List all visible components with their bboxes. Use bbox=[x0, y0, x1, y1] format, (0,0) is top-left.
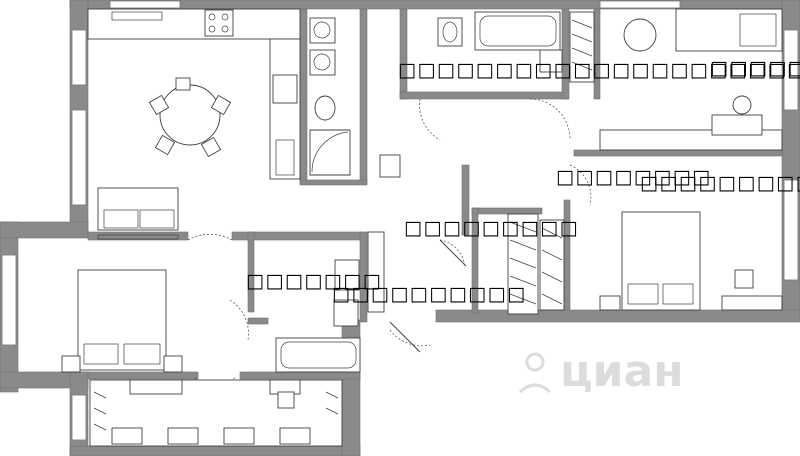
laundry bbox=[309, 17, 401, 178]
watermark-text: циан bbox=[560, 346, 684, 397]
right-bedroom bbox=[599, 211, 783, 311]
watermark: циан bbox=[518, 346, 684, 397]
bed-upper-icon bbox=[675, 8, 783, 52]
label-7: □□□□□□□□□□ bbox=[332, 283, 527, 305]
upper-bathroom bbox=[437, 11, 595, 83]
sink-icon bbox=[272, 74, 298, 104]
label-6: □□□□□□□ bbox=[246, 270, 382, 292]
kitchen bbox=[87, 8, 301, 240]
windows bbox=[1, 0, 799, 441]
wardrobe-upper-icon bbox=[569, 11, 595, 83]
lower-bathroom bbox=[275, 259, 361, 373]
desk-icon bbox=[711, 114, 763, 136]
dining-table-icon bbox=[159, 84, 221, 146]
left-bedroom bbox=[61, 269, 183, 373]
stove-icon bbox=[204, 9, 234, 37]
bed-right-icon bbox=[621, 211, 701, 311]
toilet-upper-icon bbox=[437, 17, 463, 47]
study bbox=[599, 8, 783, 151]
inner-walls bbox=[87, 8, 783, 380]
bathtub-icon bbox=[474, 11, 561, 51]
armchair-icon bbox=[623, 18, 657, 52]
label-1: □□□□□□□□□□□□□□□□□□□□□ bbox=[398, 59, 800, 81]
sink-lower-icon bbox=[333, 299, 359, 327]
doors bbox=[187, 98, 592, 384]
label-5: □□□□□□□□□ bbox=[404, 217, 579, 239]
hallway-cabinet-icon bbox=[367, 231, 385, 313]
toilet-lower-icon bbox=[334, 259, 360, 291]
wardrobes-middle bbox=[367, 213, 565, 315]
dressing-room bbox=[89, 379, 343, 447]
label-3: □□□□□□□□ bbox=[556, 166, 712, 188]
bathtub-lower-icon bbox=[275, 337, 361, 373]
toilet-icon bbox=[314, 95, 336, 121]
room-labels: □□□□□□□□□□□□□□□□□□□□□ □□□□□□□□□□ □□□□□□□… bbox=[246, 57, 800, 305]
bed-left-icon bbox=[77, 269, 167, 371]
label-4: □□□□□□□□□□□□ bbox=[640, 172, 800, 194]
label-2: □□□□□□□□□□ bbox=[710, 57, 800, 79]
sink-small-icon bbox=[379, 154, 401, 178]
